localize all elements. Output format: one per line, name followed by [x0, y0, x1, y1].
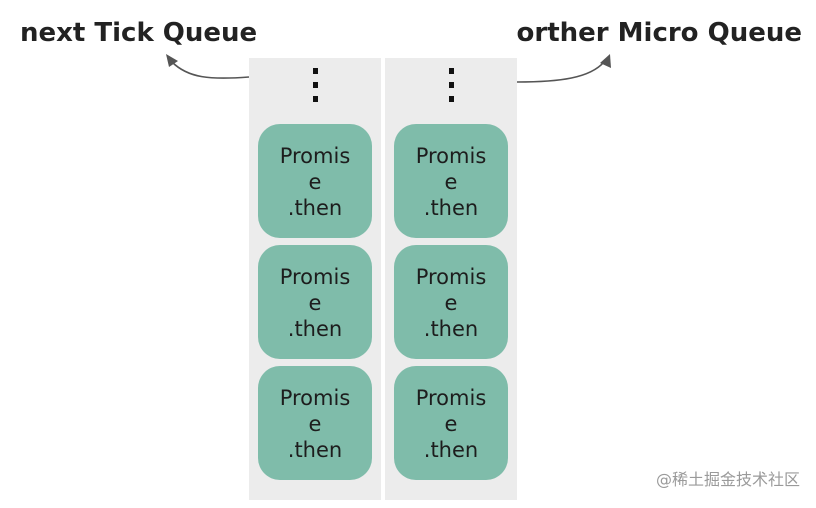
promise-then-task: Promis e .then [258, 124, 372, 238]
other-micro-queue-label: orther Micro Queue [516, 18, 802, 48]
promise-then-task: Promis e .then [394, 245, 508, 359]
arrowhead-next-tick [166, 54, 178, 67]
other-micro-queue-column: Promis e .then Promis e .then Promis e .… [385, 58, 517, 500]
arrowhead-other-micro [600, 54, 611, 68]
promise-then-task: Promis e .then [258, 245, 372, 359]
watermark: @稀土掘金技术社区 [655, 470, 800, 489]
next-tick-queue-column: Promis e .then Promis e .then Promis e .… [249, 58, 381, 500]
promise-then-task: Promis e .then [394, 366, 508, 480]
next-tick-queue-label: next Tick Queue [20, 18, 258, 48]
promise-then-task: Promis e .then [258, 366, 372, 480]
arrow-to-next-tick-queue [171, 61, 250, 79]
ellipsis-icon [312, 68, 318, 110]
arrow-to-other-micro-queue [516, 61, 605, 83]
promise-then-task: Promis e .then [394, 124, 508, 238]
ellipsis-icon [448, 68, 454, 110]
